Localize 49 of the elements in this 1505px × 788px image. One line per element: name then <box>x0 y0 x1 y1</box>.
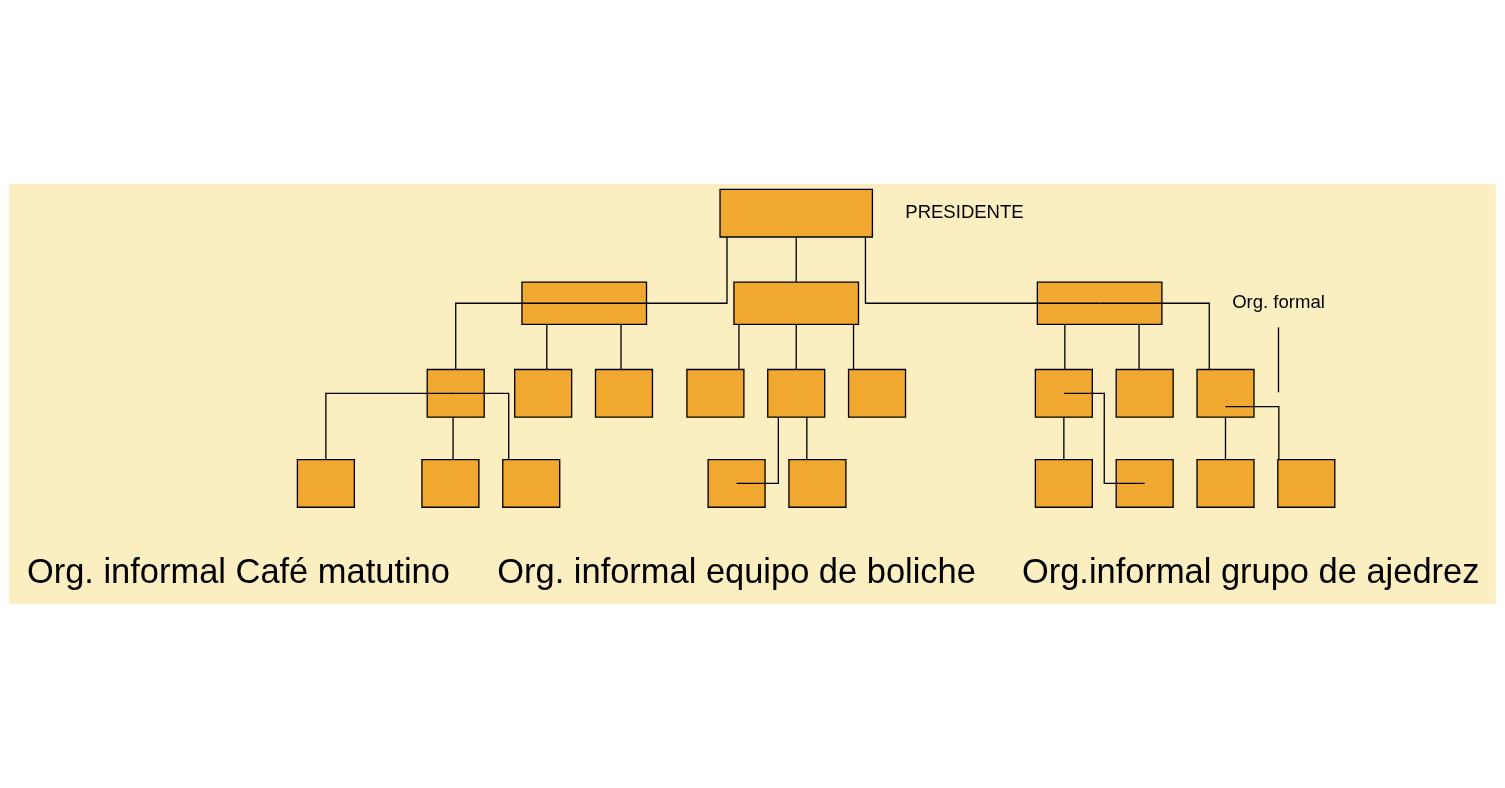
label: Org.informal grupo de ajedrez <box>1021 551 1480 590</box>
label: PRESIDENTE <box>905 201 1024 223</box>
node-box <box>1034 458 1093 508</box>
connector <box>738 323 740 371</box>
connector <box>1063 416 1065 461</box>
node-box <box>1115 458 1174 508</box>
connector <box>795 236 797 283</box>
node-box <box>1034 368 1093 418</box>
connector <box>325 392 457 461</box>
node-box <box>1115 368 1174 418</box>
node-text: Org. formal <box>1232 291 1325 313</box>
connector <box>864 236 1101 304</box>
node-box <box>514 368 573 418</box>
connector <box>452 416 454 461</box>
node-box <box>1196 458 1255 508</box>
connector <box>852 323 855 371</box>
node-box <box>1196 368 1255 418</box>
node-box <box>767 368 826 418</box>
connector <box>455 302 585 371</box>
node-box <box>707 458 766 508</box>
label: Org. informal Café matutino <box>26 551 450 590</box>
connector <box>1277 326 1280 393</box>
connector <box>795 323 797 371</box>
label: Org. informal equipo de boliche <box>497 551 976 590</box>
node-box <box>521 281 648 326</box>
connector <box>1064 323 1066 371</box>
connector <box>806 416 808 461</box>
connector <box>1224 405 1280 461</box>
connector <box>1098 302 1210 371</box>
node-box <box>733 281 860 326</box>
node-box <box>686 368 745 418</box>
node-box <box>296 458 356 508</box>
node-box <box>847 368 907 418</box>
node-box <box>426 368 485 418</box>
node-box <box>1036 281 1163 326</box>
node-box <box>502 458 561 508</box>
connector <box>1224 416 1227 461</box>
node-box <box>719 188 874 238</box>
connector <box>620 323 622 371</box>
connector <box>546 323 548 371</box>
node-box <box>421 458 480 508</box>
connector <box>1063 392 1146 485</box>
node-box <box>788 458 847 508</box>
connector <box>455 392 510 461</box>
connector <box>1138 323 1140 371</box>
node-box <box>594 368 654 418</box>
connector <box>583 236 728 304</box>
connector <box>735 416 779 485</box>
node-box <box>1277 458 1336 508</box>
